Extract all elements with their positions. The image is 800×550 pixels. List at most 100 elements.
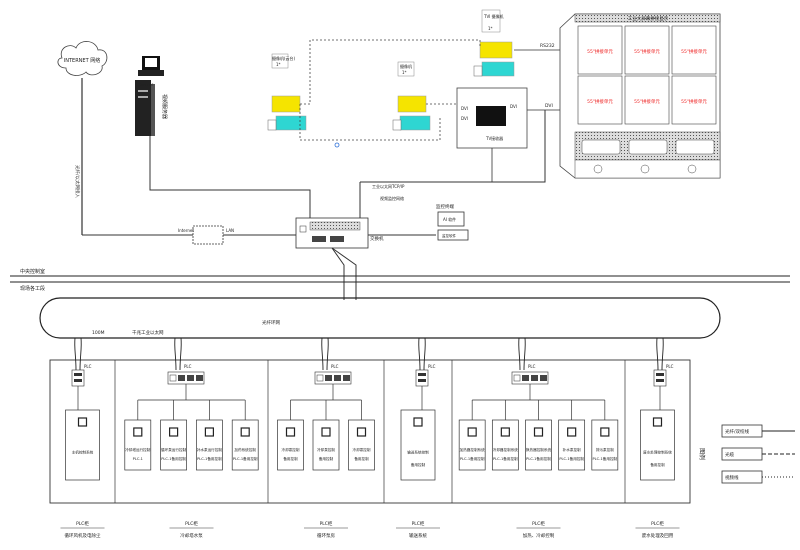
plc-top-label: PLC [331,364,339,369]
camera-link-bottom [299,104,441,141]
internet-cloud-icon [57,41,108,76]
camera-link-top [300,39,481,105]
device-indicator-icon [240,427,250,437]
core-switch [295,217,369,249]
cabinet-wheel [640,164,650,174]
device-indicator-icon [204,427,214,437]
plc-top-label: PLC [428,364,436,369]
plc-group-footer: PLC柜 [320,520,333,527]
ring-node [415,369,429,387]
plc-group-subtitle: 循环泵房 [317,532,335,539]
device-indicator-icon [652,417,663,427]
video-wall-cell [624,75,670,125]
camera-2 [392,61,431,131]
device-label: 输送系统控制 [407,449,429,454]
server-link-line [149,136,311,218]
ring-drop [418,337,426,371]
ring-node-port [74,379,82,382]
video-wall-title: 工业大屏幕拼接显示 [628,15,669,22]
video-wall-cell-label: 55"拼接单元 [681,98,707,105]
ring-node-port [74,373,82,376]
switch-label: 交换机 [370,235,384,242]
ring-node [653,369,667,387]
plc-group-footer: PLC柜 [185,520,198,527]
ring-switch-port [316,374,324,382]
device-indicator-icon [600,427,610,437]
camera-1-label: 摄像机(云台) [272,55,296,61]
cabinet-door [628,139,668,155]
device-sub-label: PLC-1备用控制 [526,456,551,461]
ring-drop [174,337,182,371]
device-label: 循环泵运行控制 [161,447,187,452]
ring-switch-port [343,375,350,381]
plc-group-footer: PLC柜 [651,520,664,527]
ring-node-port [418,379,426,382]
ring-switch-port [513,374,521,382]
device-sub-label: PLC-1 [133,457,143,461]
ring-node-port [656,379,664,382]
plc-group-subtitle: 冷却塔水泵 [180,532,203,539]
plc-area-frame [49,359,691,504]
ring-switch-port [540,375,547,381]
camera-3-sub: 1* [488,26,493,31]
plc-group-subtitle: 废水处理及回用 [642,532,674,539]
ring-node-port [418,373,426,376]
fiber-ring [39,297,721,339]
ring-switch-port [196,375,203,381]
device-label: 主机控制系统 [72,449,94,454]
device-sub-label: PLC-1备用控制 [559,456,584,461]
firewall-right-label: LAN [226,228,234,233]
device-indicator-icon [169,427,179,437]
plc-group-footer: PLC柜 [532,520,545,527]
device-cabinet [312,419,340,471]
device-indicator-icon [533,427,544,437]
plc-group-subtitle: 输送系统 [409,532,427,539]
ring-switch-port [531,375,538,381]
rs232-label: RS232 [540,43,555,49]
video-wall-cell-label: 55"拼接单元 [634,98,660,105]
device-indicator-icon [413,417,423,427]
tv-box-label: TV接收器 [485,135,503,141]
camera-3 [473,9,515,77]
legend-item-1: 光纤/双绞线 [725,428,750,435]
ring-switch-port [178,375,185,381]
section-bottom-label: 现场各工段 [20,285,45,292]
cabinet-door [581,139,621,155]
plc-group-footer: PLC柜 [412,520,425,527]
device-sub-label: 备用控制 [319,456,334,461]
left-link-label: 光纤/以太网接入 [74,165,81,199]
cabinet-wheel [687,164,697,174]
device-label: 补水泵控制 [563,447,581,452]
switch-down-link-b [331,247,357,300]
device-indicator-icon [500,427,510,437]
device-label: 冷却塔运行控制 [125,447,151,452]
tv-receiver-unit [476,106,506,126]
plc-top-label: PLC [666,364,674,369]
tv-port-1: DVI [461,106,468,111]
ring-name-label: 千兆工业以太网 [132,329,164,336]
device-label: 冷却器控制系统 [493,447,519,452]
ring-drop [656,337,664,371]
camera-1-sub: 1* [276,62,281,67]
tv-to-network-line [491,148,545,183]
video-wall-cell [671,75,717,125]
camera-1 [267,53,307,131]
device-label: 排污泵控制 [596,447,614,452]
dvi-label: DVI [545,103,553,109]
plc-group-subtitle: 循环风机及电除尘 [65,532,101,539]
video-wall-cell [577,25,623,75]
legend: 图例 光纤/双绞线 光缆 视频线 [698,424,795,484]
camera-3-label: TVI 摄像机 [483,13,504,19]
device-sub-label: PLC-1备用控制 [460,456,485,461]
firewall-left-label: Internet [178,228,194,233]
video-wall-cell-label: 55"拼接单元 [587,48,613,55]
legend-item-2: 光缆 [725,451,734,458]
ring-node [71,369,85,387]
ring-switch-port [522,375,529,381]
ring-switch-port [169,374,177,382]
ring-drop [74,337,82,371]
video-wall-cell [671,25,717,75]
workstation-base: 监控软件 [442,233,456,238]
device-indicator-icon [77,417,88,427]
video-wall-cell-label: 55"拼接单元 [681,48,707,55]
